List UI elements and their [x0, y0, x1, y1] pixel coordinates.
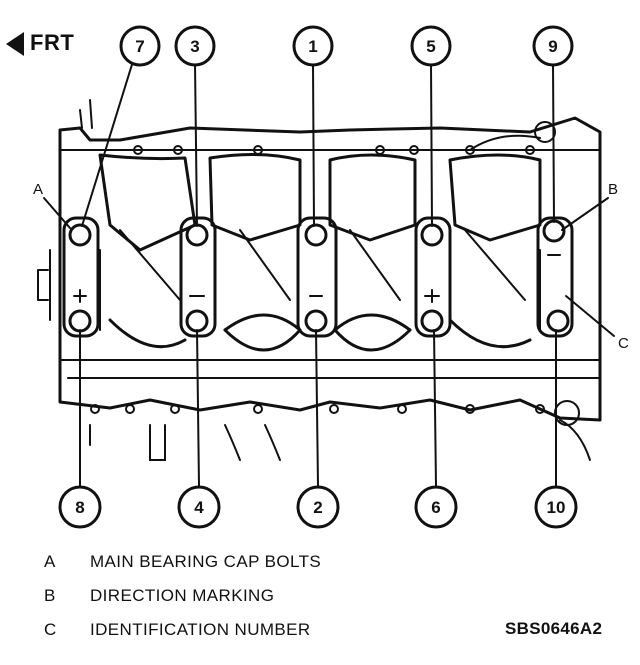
bolt-hole	[465, 404, 475, 414]
sequence-number: 10	[547, 498, 566, 517]
bolt-hole	[133, 145, 143, 155]
crankshaft-webs	[98, 152, 542, 352]
sequence-marker-bottom-3: 2	[296, 485, 340, 529]
bolt-hole	[253, 404, 263, 414]
sequence-marker-bottom-5: 10	[534, 485, 578, 529]
front-arrow-icon	[6, 32, 24, 56]
sequence-marker-top-5: 9	[532, 25, 574, 67]
callout-b: B	[608, 181, 618, 198]
bolt-hole	[90, 404, 100, 414]
bearing-cap-5	[536, 216, 574, 338]
sequence-marker-top-4: 5	[410, 25, 452, 67]
bearing-cap-3	[296, 216, 338, 338]
bolt-hole	[535, 404, 545, 414]
sequence-marker-bottom-2: 4	[177, 485, 221, 529]
sequence-marker-top-2: 3	[174, 25, 216, 67]
front-label: FRT	[30, 30, 75, 55]
sequence-number: 8	[75, 498, 84, 517]
bolt-hole	[170, 404, 180, 414]
sequence-number: 4	[194, 498, 204, 517]
bearing-cap-4	[414, 216, 452, 338]
bolt-hole	[465, 145, 475, 155]
figure-code: SBS0646A2	[505, 619, 603, 638]
legend-key: B	[44, 586, 56, 605]
legend-text: MAIN BEARING CAP BOLTS	[90, 552, 322, 571]
sequence-number: 2	[313, 498, 322, 517]
bolt-hole	[525, 145, 535, 155]
legend-key: C	[44, 620, 57, 639]
sequence-number: 6	[431, 498, 440, 517]
bolt-hole	[329, 404, 339, 414]
sequence-number: 3	[190, 37, 199, 56]
bolt-hole	[173, 145, 183, 155]
bearing-cap-2	[179, 216, 217, 338]
bolt-hole	[397, 404, 407, 414]
bolt-hole	[125, 404, 135, 414]
legend-text: IDENTIFICATION NUMBER	[90, 620, 311, 639]
bolt-hole	[253, 145, 263, 155]
sequence-number: 9	[548, 37, 557, 56]
bolt-hole	[375, 145, 385, 155]
legend-key: A	[44, 552, 56, 571]
sequence-number: 1	[308, 37, 317, 56]
sequence-marker-top-3: 1	[292, 25, 334, 67]
bolt-hole	[409, 145, 419, 155]
legend-text: DIRECTION MARKING	[90, 586, 275, 605]
sequence-number: 7	[135, 37, 144, 56]
bearing-cap-1	[62, 216, 100, 338]
callout-a: A	[33, 181, 43, 198]
leader-lines	[43, 57, 615, 487]
callout-c: C	[618, 335, 629, 352]
cylinder-block-outline	[37, 99, 602, 461]
rail-holes	[90, 145, 545, 414]
sequence-marker-bottom-4: 6	[414, 485, 458, 529]
sequence-number: 5	[426, 37, 435, 56]
sequence-marker-bottom-1: 8	[58, 485, 102, 529]
sequence-marker-top-1: 7	[119, 25, 161, 67]
